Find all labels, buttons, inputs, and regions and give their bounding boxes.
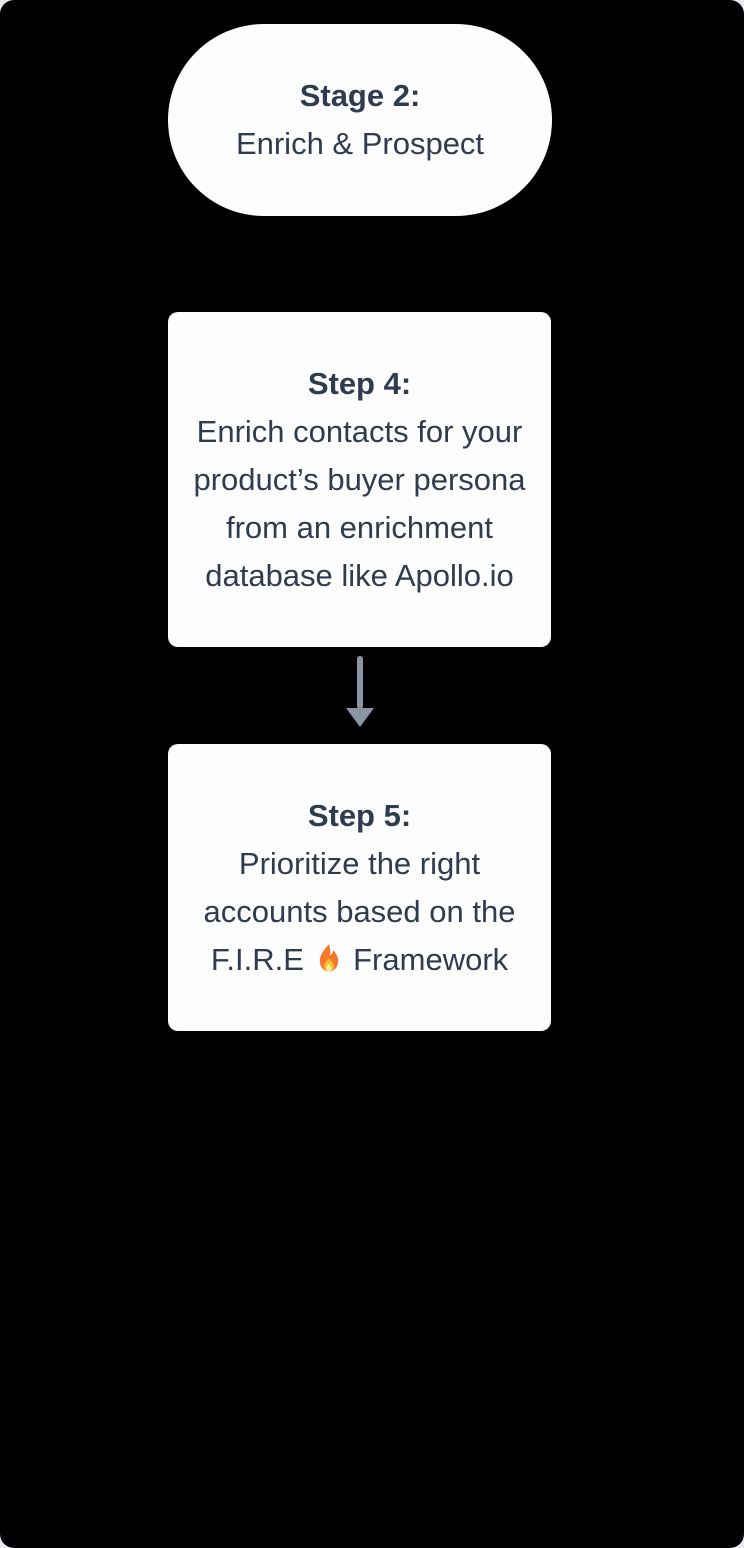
stage-2-pill: Stage 2: Enrich & Prospect xyxy=(168,24,552,216)
fire-emoji-icon xyxy=(313,943,345,975)
step-5-content: Step 5: Prioritize the right accounts ba… xyxy=(190,792,529,984)
down-arrow-head-icon xyxy=(346,708,374,727)
down-arrow-shaft xyxy=(357,656,363,709)
step-5-body: Prioritize the right accounts based on t… xyxy=(190,840,529,984)
step-5-body-end: Framework xyxy=(353,941,509,977)
down-arrow xyxy=(346,656,374,727)
step-5-title: Step 5: xyxy=(307,797,412,833)
step-4-body: Enrich contacts for your product’s buyer… xyxy=(193,413,526,593)
step-4-content: Step 4: Enrich contacts for your product… xyxy=(190,360,529,600)
step-5-box: Step 5: Prioritize the right accounts ba… xyxy=(168,744,551,1031)
step-5-body-start: Prioritize the right accounts based on t… xyxy=(203,845,516,977)
step-4-title: Step 4: xyxy=(307,365,412,401)
stage-pill-subtitle: Enrich & Prospect xyxy=(235,126,485,161)
step-4-box: Step 4: Enrich contacts for your product… xyxy=(168,312,551,647)
stage-pill-title: Stage 2: xyxy=(299,78,421,113)
